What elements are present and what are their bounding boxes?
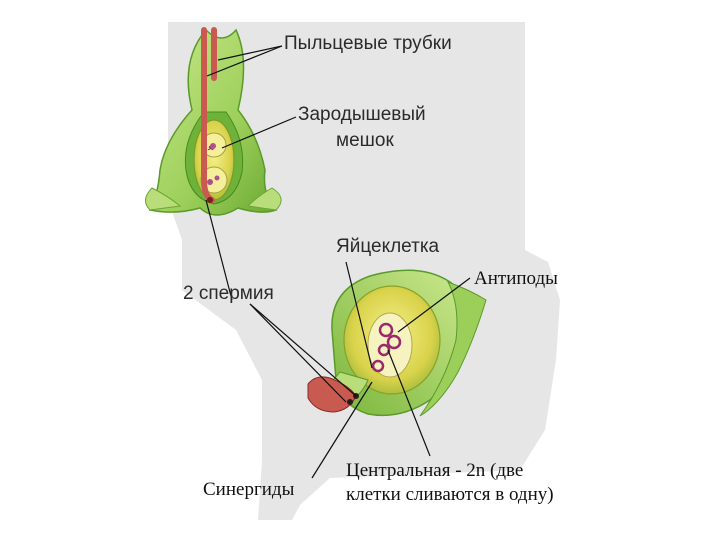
label-synergids: Синергиды — [203, 479, 294, 501]
label-central-cell-line2: клетки сливаются в одну) — [346, 484, 554, 506]
label-egg-cell: Яйцеклетка — [336, 236, 439, 258]
label-two-sperms: 2 спермия — [183, 283, 274, 305]
label-central-cell-line1: Центральная - 2n (две — [346, 460, 523, 482]
label-antipodes: Антиподы — [474, 268, 558, 290]
label-pollen-tubes: Пыльцевые трубки — [284, 33, 452, 55]
label-embryo-sac-line1: Зародышевый — [298, 104, 426, 126]
label-embryo-sac-line2: мешок — [336, 130, 394, 152]
